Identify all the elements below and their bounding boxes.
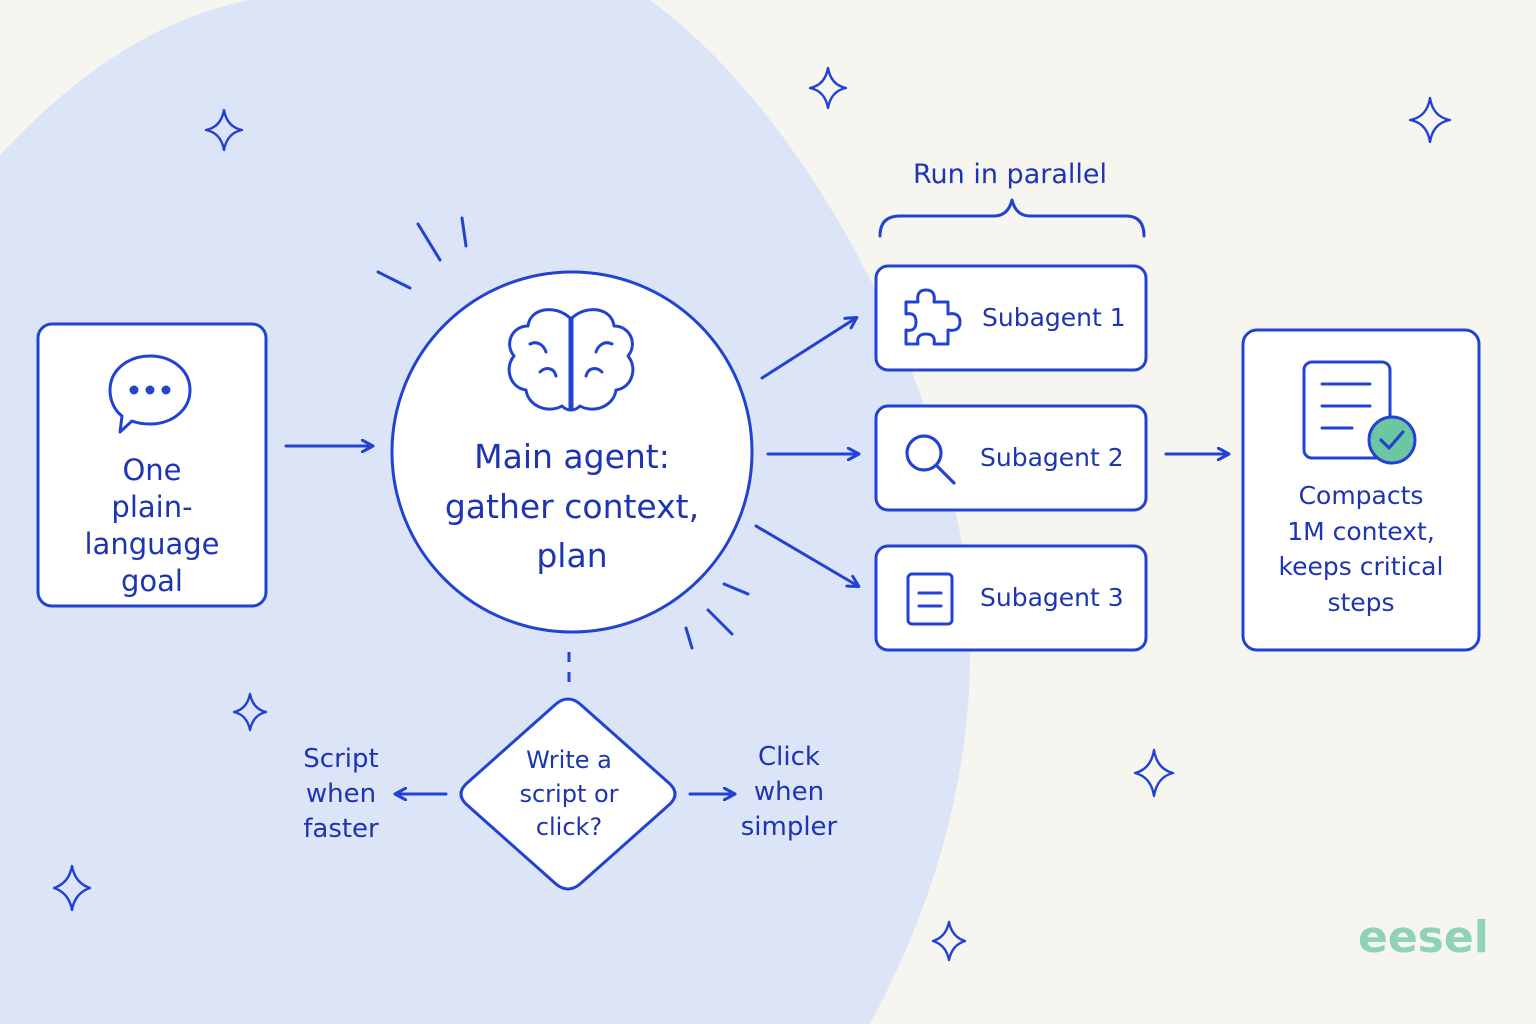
sparkle-icon [204, 108, 244, 152]
main-agent-circle [390, 270, 754, 634]
main-agent-label: Main agent: gather context, plan [444, 437, 700, 575]
sparkle-icon [1408, 96, 1452, 144]
brand-logo: eesel [1358, 912, 1489, 963]
goal-label: One plain-language goal [84, 453, 220, 599]
brain-icon [507, 308, 635, 412]
sparkle-icon [1133, 748, 1175, 798]
sparkle-icon [232, 692, 268, 732]
arrow-main-to-subagent-1 [760, 318, 856, 380]
parallel-label: Run in parallel [913, 159, 1107, 190]
compact-box [1241, 328, 1481, 652]
decision-diamond [459, 697, 677, 891]
arrow-main-to-subagent-3 [754, 524, 858, 586]
subagent-label-2: Subagent 2 [980, 443, 1124, 472]
subagent-box-2 [874, 404, 1148, 512]
subagent-label-3: Subagent 3 [980, 583, 1124, 612]
subagent-label-1: Subagent 1 [982, 303, 1126, 332]
click-branch-label: Click when simpler [740, 742, 838, 842]
checked-document-icon [1302, 360, 1417, 465]
emphasis-ticks [376, 216, 750, 650]
sparkle-icon [931, 920, 967, 962]
script-branch-label: Script when faster [303, 744, 379, 844]
decision-label: Write a script or click? [519, 746, 619, 842]
sparkle-icon [808, 66, 848, 110]
compact-label: Compacts 1M context, keeps critical step… [1278, 481, 1444, 617]
document-icon [906, 572, 954, 626]
parallel-brace [878, 198, 1146, 238]
goal-box [36, 322, 268, 608]
puzzle-icon [904, 288, 962, 346]
sparkle-icon [52, 864, 92, 912]
speech-bubble-icon [108, 354, 192, 434]
magnifier-icon [905, 434, 956, 485]
